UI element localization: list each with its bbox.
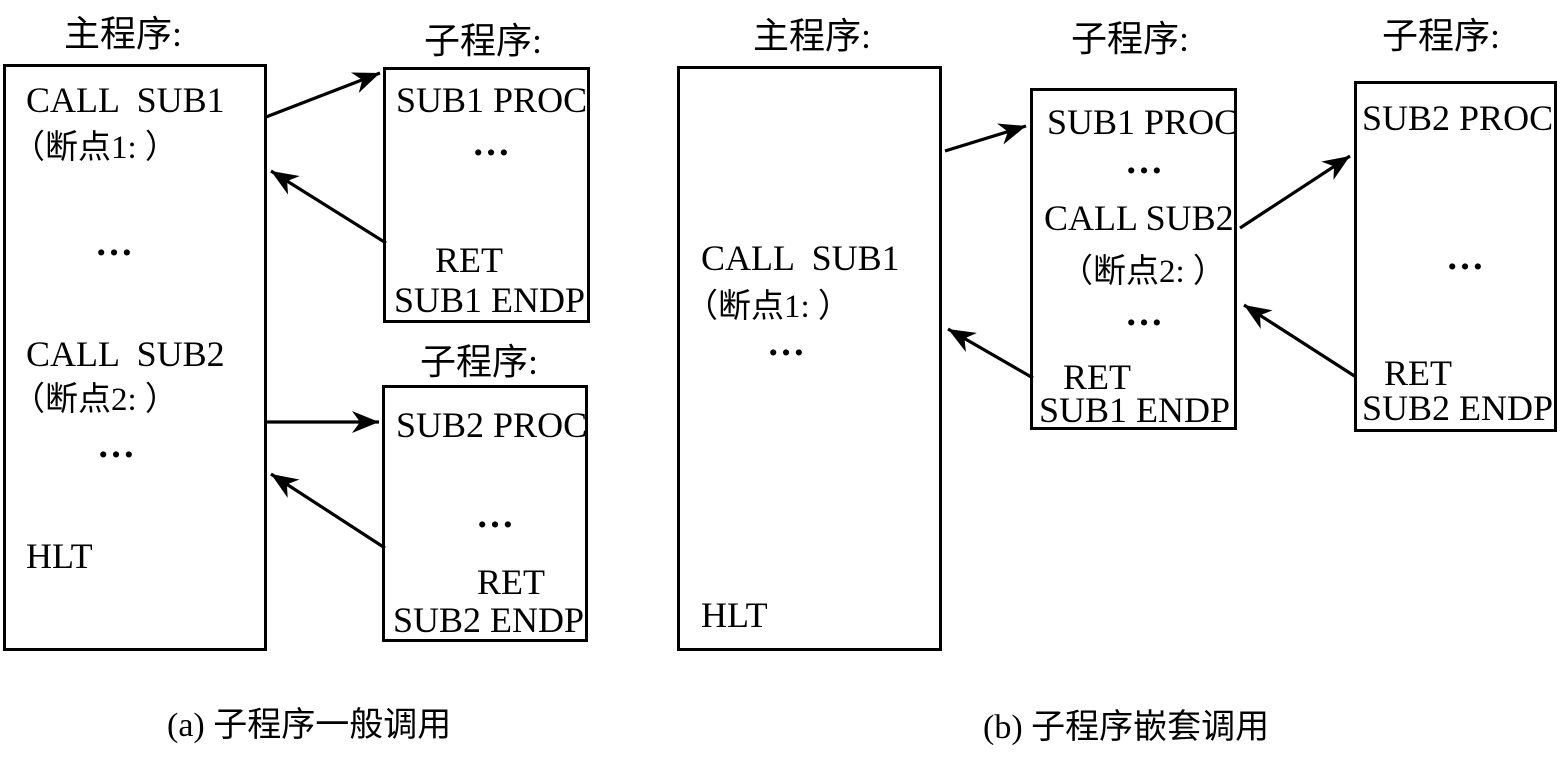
b-sub2-ret: RET: [1384, 353, 1452, 393]
b-sub1-box: SUB1 PROC … CALL SUB2 （断点2: ） … RET SUB1…: [1030, 88, 1239, 430]
a-main-call-sub1: CALL SUB1: [26, 80, 225, 120]
b-main-program-box: CALL SUB1 （断点1: ） … HLT: [677, 66, 942, 651]
a-sub2-proc: SUB2 PROC: [396, 405, 588, 445]
a-main-breakpoint2: （断点2: ）: [12, 382, 178, 418]
a-sub1-box: SUB1 PROC … RET SUB1 ENDP: [383, 67, 590, 323]
b-call-sub1-arrow: [944, 123, 1027, 153]
a-sub1-ellipsis: …: [472, 122, 513, 164]
a-sub1-proc: SUB1 PROC: [396, 80, 588, 120]
a-sub1-program-label: 子程序:: [424, 21, 543, 61]
a-sub2-ellipsis: …: [476, 494, 517, 536]
b-sub1-ret: RET: [1063, 357, 1131, 397]
b-sub1-ellipsis-2: …: [1125, 292, 1166, 334]
b-return-sub1-arrow: [947, 327, 1034, 380]
b-caption: (b) 子程序嵌套调用: [983, 709, 1270, 746]
a-sub2-ret: RET: [477, 562, 545, 602]
b-sub1-breakpoint2: （断点2: ）: [1060, 254, 1226, 290]
b-main-program-label: 主程序:: [753, 16, 872, 56]
b-main-breakpoint1: （断点1: ）: [685, 289, 851, 325]
a-main-hlt: HLT: [26, 536, 93, 576]
a-main-call-sub2: CALL SUB2: [26, 334, 225, 374]
a-main-breakpoint1: （断点1: ）: [12, 130, 178, 166]
a-sub1-endp: SUB1 ENDP: [394, 280, 586, 320]
a-main-program-box: CALL SUB1 （断点1: ） … CALL SUB2 （断点2: ） … …: [3, 64, 267, 651]
b-main-call-sub1: CALL SUB1: [701, 238, 900, 278]
b-sub2-endp: SUB2 ENDP: [1362, 388, 1554, 428]
a-return-sub1-arrow: [270, 169, 387, 245]
b-sub2-program-label: 子程序:: [1382, 16, 1501, 56]
a-sub2-box: SUB2 PROC … RET SUB2 ENDP: [382, 385, 588, 642]
b-return-sub2-arrow: [1243, 303, 1357, 379]
b-sub1-ellipsis-1: …: [1125, 140, 1166, 182]
b-main-hlt: HLT: [701, 595, 768, 635]
b-sub2-ellipsis: …: [1446, 236, 1487, 278]
a-call-sub1-arrow: [265, 71, 381, 119]
a-return-sub2-arrow: [270, 472, 386, 550]
a-main-program-label: 主程序:: [64, 14, 183, 54]
a-main-ellipsis-1: …: [95, 222, 136, 264]
b-sub1-call-sub2: CALL SUB2: [1044, 198, 1234, 238]
a-sub2-endp: SUB2 ENDP: [393, 600, 585, 640]
b-sub2-box: SUB2 PROC … RET SUB2 ENDP: [1354, 81, 1557, 432]
b-sub1-program-label: 子程序:: [1071, 19, 1190, 59]
a-sub1-ret: RET: [435, 240, 503, 280]
a-sub2-program-label: 子程序:: [420, 342, 539, 382]
b-main-ellipsis: …: [767, 322, 808, 364]
b-sub1-endp: SUB1 ENDP: [1039, 390, 1231, 430]
b-sub1-proc: SUB1 PROC: [1047, 102, 1239, 142]
a-main-ellipsis-2: …: [97, 424, 138, 466]
b-sub2-proc: SUB2 PROC: [1362, 98, 1554, 138]
b-call-sub2-arrow: [1239, 154, 1351, 230]
a-caption: (a) 子程序一般调用: [167, 707, 452, 744]
